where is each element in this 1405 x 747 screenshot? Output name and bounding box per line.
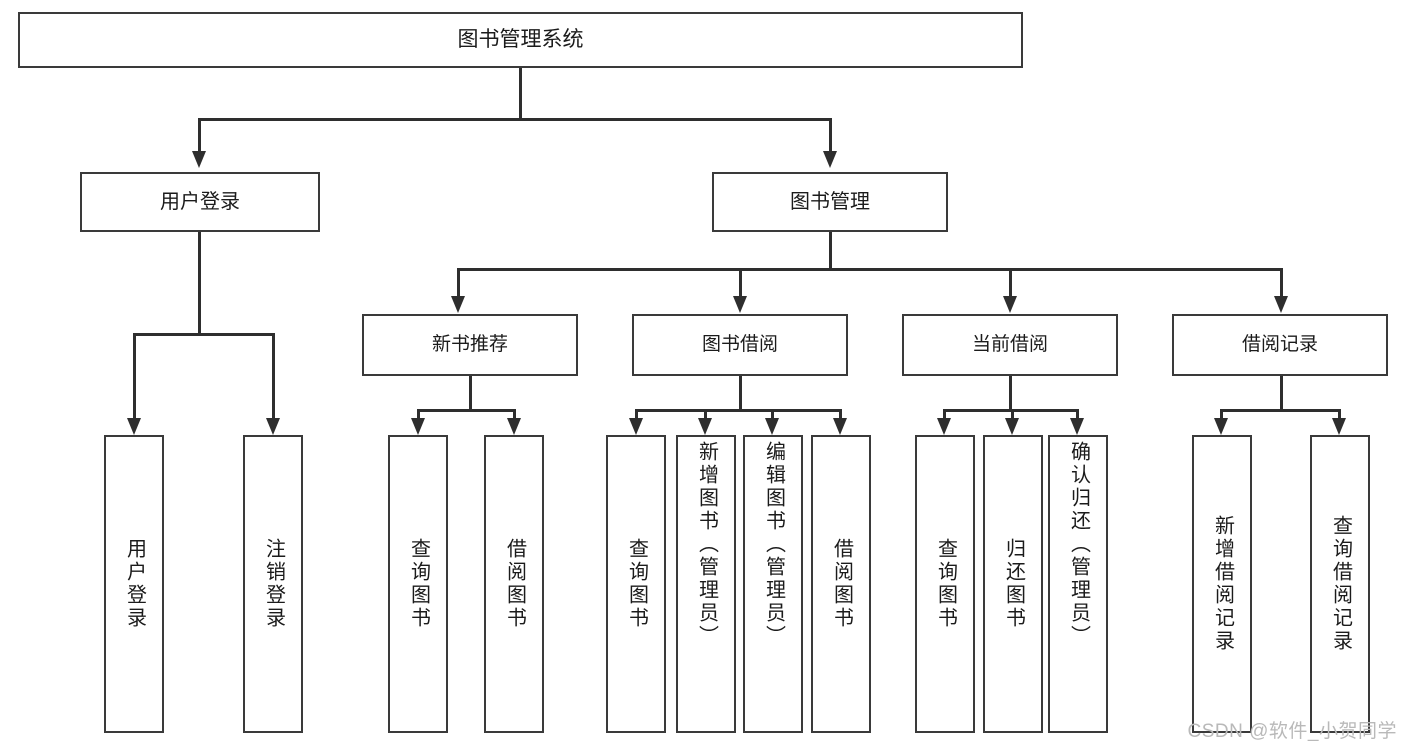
connector-new-book-stem xyxy=(469,376,472,411)
arrowhead-user-login-to-leaf-1 xyxy=(127,418,141,435)
arrowhead-user-login-to-leaf-2 xyxy=(266,418,280,435)
node-root[interactable]: 图书管理系统 xyxy=(18,12,1023,68)
connector-book-borrow-bus xyxy=(635,409,842,412)
connector-new-book-to-leaf-1 xyxy=(417,409,420,418)
leaf-label: 归还图书 xyxy=(1002,538,1025,630)
leaf-borrow-edit-book[interactable]: 编辑图书（管理员） xyxy=(743,435,803,733)
node-new-book-recommend-label: 新书推荐 xyxy=(431,334,508,356)
connector-book-borrow-to-leaf-3 xyxy=(771,409,774,418)
node-borrow-record-label: 借阅记录 xyxy=(1241,334,1318,356)
leaf-current-query-book[interactable]: 查询图书 xyxy=(915,435,975,733)
node-book-borrow-label: 图书借阅 xyxy=(701,334,778,356)
arrowhead-book-manage-to-record xyxy=(1274,296,1288,313)
connector-book-manage-stem xyxy=(829,232,832,271)
leaf-current-return-book[interactable]: 归还图书 xyxy=(983,435,1043,733)
node-user-login[interactable]: 用户登录 xyxy=(80,172,320,232)
leaf-user-login-logout[interactable]: 注销登录 xyxy=(243,435,303,733)
connector-user-login-bus xyxy=(133,333,275,336)
connector-root-stem xyxy=(519,68,522,120)
leaf-user-login-login[interactable]: 用户登录 xyxy=(104,435,164,733)
arrowhead-book-borrow-to-leaf-2 xyxy=(698,418,712,435)
node-book-manage-label: 图书管理 xyxy=(790,190,870,213)
arrowhead-current-borrow-to-leaf-2 xyxy=(1005,418,1019,435)
leaf-borrow-add-book[interactable]: 新增图书（管理员） xyxy=(676,435,736,733)
connector-book-borrow-to-leaf-1 xyxy=(635,409,638,418)
connector-book-manage-bus xyxy=(457,268,1283,271)
leaf-record-add[interactable]: 新增借阅记录 xyxy=(1192,435,1252,733)
leaf-current-confirm-return[interactable]: 确认归还（管理员） xyxy=(1048,435,1108,733)
leaf-record-query[interactable]: 查询借阅记录 xyxy=(1310,435,1370,733)
arrowhead-book-borrow-to-leaf-4 xyxy=(833,418,847,435)
connector-borrow-record-stem xyxy=(1280,376,1283,411)
arrowhead-book-manage-to-current xyxy=(1003,296,1017,313)
leaf-label: 新增图书（管理员） xyxy=(695,441,718,648)
connector-book-borrow-stem xyxy=(739,376,742,411)
connector-book-borrow-to-leaf-2 xyxy=(704,409,707,418)
arrowhead-book-manage-to-new-book xyxy=(451,296,465,313)
leaf-label: 查询图书 xyxy=(407,538,430,630)
node-root-label: 图书管理系统 xyxy=(457,27,584,51)
leaf-borrow-borrow-book[interactable]: 借阅图书 xyxy=(811,435,871,733)
leaf-label: 借阅图书 xyxy=(830,538,853,630)
connector-book-manage-to-record xyxy=(1280,268,1283,296)
leaf-label: 查询图书 xyxy=(934,538,957,630)
leaf-label: 用户登录 xyxy=(123,538,146,630)
node-new-book-recommend[interactable]: 新书推荐 xyxy=(362,314,578,376)
leaf-label: 查询借阅记录 xyxy=(1329,515,1352,653)
connector-current-borrow-bus xyxy=(943,409,1078,412)
connector-borrow-record-bus xyxy=(1220,409,1340,412)
node-book-manage[interactable]: 图书管理 xyxy=(712,172,948,232)
connector-borrow-record-to-leaf-1 xyxy=(1220,409,1223,418)
connector-new-book-bus xyxy=(417,409,515,412)
leaf-label: 新增借阅记录 xyxy=(1211,515,1234,653)
node-current-borrow-label: 当前借阅 xyxy=(971,334,1048,356)
connector-borrow-record-to-leaf-2 xyxy=(1338,409,1341,418)
arrowhead-book-borrow-to-leaf-3 xyxy=(765,418,779,435)
leaf-borrow-query-book[interactable]: 查询图书 xyxy=(606,435,666,733)
node-book-borrow[interactable]: 图书借阅 xyxy=(632,314,848,376)
arrowhead-new-book-to-leaf-1 xyxy=(411,418,425,435)
node-current-borrow[interactable]: 当前借阅 xyxy=(902,314,1118,376)
arrowhead-borrow-record-to-leaf-2 xyxy=(1332,418,1346,435)
arrowhead-root-to-book-manage xyxy=(823,151,837,168)
arrowhead-current-borrow-to-leaf-3 xyxy=(1070,418,1084,435)
connector-root-to-book-manage xyxy=(829,118,832,151)
arrowhead-book-manage-to-borrow xyxy=(733,296,747,313)
connector-user-login-to-leaf-1 xyxy=(133,333,136,418)
arrowhead-book-borrow-to-leaf-1 xyxy=(629,418,643,435)
connector-current-borrow-to-leaf-1 xyxy=(943,409,946,418)
connector-book-manage-to-borrow xyxy=(739,268,742,296)
leaf-label: 查询图书 xyxy=(625,538,648,630)
connector-user-login-to-leaf-2 xyxy=(272,333,275,418)
connector-root-to-user-login xyxy=(198,118,201,151)
leaf-label: 编辑图书（管理员） xyxy=(762,441,785,648)
leaf-label: 注销登录 xyxy=(262,538,285,630)
connector-book-borrow-to-leaf-4 xyxy=(839,409,842,418)
connector-root-bus xyxy=(198,118,832,121)
connector-current-borrow-to-leaf-3 xyxy=(1076,409,1079,418)
arrowhead-current-borrow-to-leaf-1 xyxy=(937,418,951,435)
connector-current-borrow-to-leaf-2 xyxy=(1011,409,1014,418)
node-user-login-label: 用户登录 xyxy=(160,190,240,213)
leaf-label: 借阅图书 xyxy=(503,538,526,630)
leaf-label: 确认归还（管理员） xyxy=(1067,441,1090,648)
node-borrow-record[interactable]: 借阅记录 xyxy=(1172,314,1388,376)
connector-user-login-stem xyxy=(198,232,201,335)
connector-new-book-to-leaf-2 xyxy=(513,409,516,418)
arrowhead-borrow-record-to-leaf-1 xyxy=(1214,418,1228,435)
leaf-new-book-query[interactable]: 查询图书 xyxy=(388,435,448,733)
arrowhead-root-to-user-login xyxy=(192,151,206,168)
connector-book-manage-to-new-book xyxy=(457,268,460,296)
connector-book-manage-to-current xyxy=(1009,268,1012,296)
connector-current-borrow-stem xyxy=(1009,376,1012,411)
arrowhead-new-book-to-leaf-2 xyxy=(507,418,521,435)
leaf-new-book-borrow[interactable]: 借阅图书 xyxy=(484,435,544,733)
